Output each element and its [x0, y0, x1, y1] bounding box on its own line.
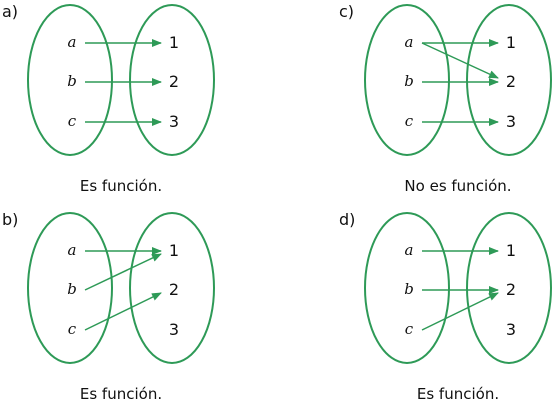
- domain-element: b: [404, 280, 414, 298]
- diagram-1: a) a b c 1 2 3 Es función.: [2, 2, 215, 195]
- domain-element: c: [405, 112, 414, 130]
- arrow-c-to-2: [421, 292, 499, 331]
- codomain-set-ellipse: [129, 4, 215, 156]
- codomain-element: 2: [506, 280, 516, 299]
- diagram-caption: Es función.: [417, 385, 499, 403]
- codomain-element: 2: [506, 72, 516, 91]
- codomain-set-ellipse: [129, 212, 215, 364]
- codomain-element: 2: [169, 280, 179, 299]
- codomain-element: 3: [506, 320, 516, 339]
- diagram-label: b): [2, 210, 18, 229]
- domain-element: c: [405, 320, 414, 338]
- arrow-b-to-1: [84, 253, 162, 291]
- domain-element: a: [68, 33, 77, 51]
- arrow-c-to-2: [84, 292, 162, 331]
- codomain-element: 1: [169, 241, 179, 260]
- domain-element: a: [405, 33, 414, 51]
- diagram-3: b) a b c 1 2 3 Es función.: [2, 210, 215, 403]
- codomain-element: 3: [169, 320, 179, 339]
- domain-element: c: [68, 112, 77, 130]
- diagram-4: d) a b c 1 2 3 Es función.: [339, 210, 552, 403]
- domain-set-ellipse: [27, 212, 113, 364]
- diagram-caption: No es función.: [404, 177, 511, 195]
- codomain-set-ellipse: [466, 212, 552, 364]
- codomain-set-ellipse: [466, 4, 552, 156]
- domain-element: a: [68, 241, 77, 259]
- codomain-element: 1: [169, 33, 179, 52]
- codomain-element: 2: [169, 72, 179, 91]
- diagram-label: a): [2, 2, 18, 21]
- domain-element: b: [67, 72, 77, 90]
- domain-element: c: [68, 320, 77, 338]
- diagram-caption: Es función.: [80, 385, 162, 403]
- codomain-element: 1: [506, 33, 516, 52]
- diagram-2: c) a b c 1 2 3 No es función.: [339, 2, 552, 195]
- domain-set-ellipse: [364, 4, 450, 156]
- domain-element: a: [405, 241, 414, 259]
- domain-set-ellipse: [364, 212, 450, 364]
- codomain-element: 1: [506, 241, 516, 260]
- arrow-a-to-2: [421, 42, 499, 79]
- domain-set-ellipse: [27, 4, 113, 156]
- domain-element: b: [67, 280, 77, 298]
- domain-element: b: [404, 72, 414, 90]
- diagram-label: d): [339, 210, 355, 229]
- diagram-caption: Es función.: [80, 177, 162, 195]
- codomain-element: 3: [169, 112, 179, 131]
- diagram-label: c): [339, 2, 354, 21]
- codomain-element: 3: [506, 112, 516, 131]
